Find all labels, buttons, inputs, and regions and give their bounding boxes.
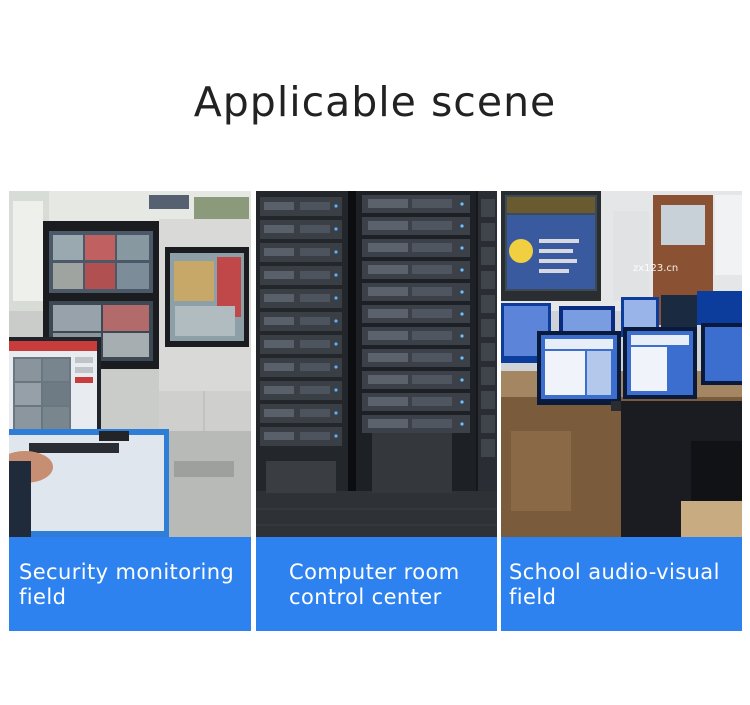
rack-server-unit: [481, 295, 495, 313]
status-led: [460, 400, 464, 404]
drive-bay: [412, 309, 452, 318]
drive-bay: [300, 340, 330, 348]
rack-server-unit: [481, 391, 495, 409]
drive-bay: [368, 287, 408, 296]
drive-bay: [368, 419, 408, 428]
rack-server-unit: [481, 247, 495, 265]
drive-bay: [300, 271, 330, 279]
drive-bay: [368, 331, 408, 340]
drive-bay: [412, 265, 452, 274]
rack-server-unit: [481, 439, 495, 457]
drive-bay: [412, 221, 452, 230]
status-led: [460, 378, 464, 382]
status-led: [334, 273, 338, 277]
drive-bay: [264, 409, 294, 417]
status-led: [334, 388, 338, 392]
drive-bay: [412, 287, 452, 296]
drive-bay: [368, 353, 408, 362]
drive-bay: [300, 202, 330, 210]
server-rack-photo: [256, 191, 497, 537]
drive-bay: [368, 243, 408, 252]
status-led: [460, 356, 464, 360]
status-led: [460, 268, 464, 272]
drive-bay: [264, 225, 294, 233]
scene-card-security: Security monitoring field: [9, 191, 251, 631]
status-led: [334, 204, 338, 208]
drive-bay: [412, 375, 452, 384]
drive-bay: [368, 309, 408, 318]
drive-bay: [368, 265, 408, 274]
status-led: [460, 224, 464, 228]
drive-bay: [264, 340, 294, 348]
caption-line-2: field: [19, 585, 67, 609]
drive-bay: [264, 248, 294, 256]
page-title: Applicable scene: [193, 78, 557, 126]
drive-bay: [412, 199, 452, 208]
status-led: [460, 202, 464, 206]
status-led: [334, 296, 338, 300]
rack-server-unit: [481, 199, 495, 217]
rack-server-unit: [481, 367, 495, 385]
drive-bay: [264, 271, 294, 279]
security-monitoring-photo: [9, 191, 251, 537]
drive-bay: [300, 432, 330, 440]
drive-bay: [412, 419, 452, 428]
scene-card-computer-room: Computer room control center: [256, 191, 497, 631]
rack-server-unit: [481, 271, 495, 289]
drive-bay: [300, 248, 330, 256]
status-led: [334, 319, 338, 323]
scene-caption: Security monitoring field: [9, 537, 251, 631]
status-led: [460, 422, 464, 426]
status-led: [460, 312, 464, 316]
drive-bay: [300, 225, 330, 233]
status-led: [334, 411, 338, 415]
status-led: [460, 334, 464, 338]
caption-line-2: field: [509, 585, 557, 609]
drive-bay: [412, 353, 452, 362]
rack-server-unit: [481, 319, 495, 337]
rack-server-unit: [481, 415, 495, 433]
status-led: [334, 342, 338, 346]
drive-bay: [300, 363, 330, 371]
rack-server-unit: [481, 343, 495, 361]
status-led: [334, 434, 338, 438]
drive-bay: [264, 432, 294, 440]
computer-classroom-photo: zx123.cn: [501, 191, 742, 537]
drive-bay: [368, 221, 408, 230]
drive-bay: [368, 397, 408, 406]
scene-caption: Computer room control center: [256, 537, 497, 631]
status-led: [334, 250, 338, 254]
drive-bay: [300, 386, 330, 394]
drive-bay: [412, 331, 452, 340]
drive-bay: [412, 243, 452, 252]
caption-line-1: Security monitoring: [19, 560, 235, 584]
status-led: [460, 246, 464, 250]
drive-bay: [412, 397, 452, 406]
drive-bay: [368, 375, 408, 384]
drive-bay: [368, 199, 408, 208]
scene-card-school: zx123.cn School audio-visual field: [501, 191, 742, 631]
drive-bay: [264, 363, 294, 371]
status-led: [334, 365, 338, 369]
drive-bay: [264, 317, 294, 325]
drive-bay: [300, 294, 330, 302]
caption-line-1: Computer room: [289, 560, 460, 584]
drive-bay: [264, 386, 294, 394]
drive-bay: [264, 202, 294, 210]
drive-bay: [300, 317, 330, 325]
rack-server-unit: [481, 223, 495, 241]
status-led: [334, 227, 338, 231]
scene-caption: School audio-visual field: [501, 537, 742, 631]
drive-bay: [300, 409, 330, 417]
status-led: [460, 290, 464, 294]
caption-line-1: School audio-visual: [509, 560, 720, 584]
caption-line-2: control center: [289, 585, 442, 609]
watermark-text: zx123.cn: [633, 263, 678, 274]
drive-bay: [264, 294, 294, 302]
